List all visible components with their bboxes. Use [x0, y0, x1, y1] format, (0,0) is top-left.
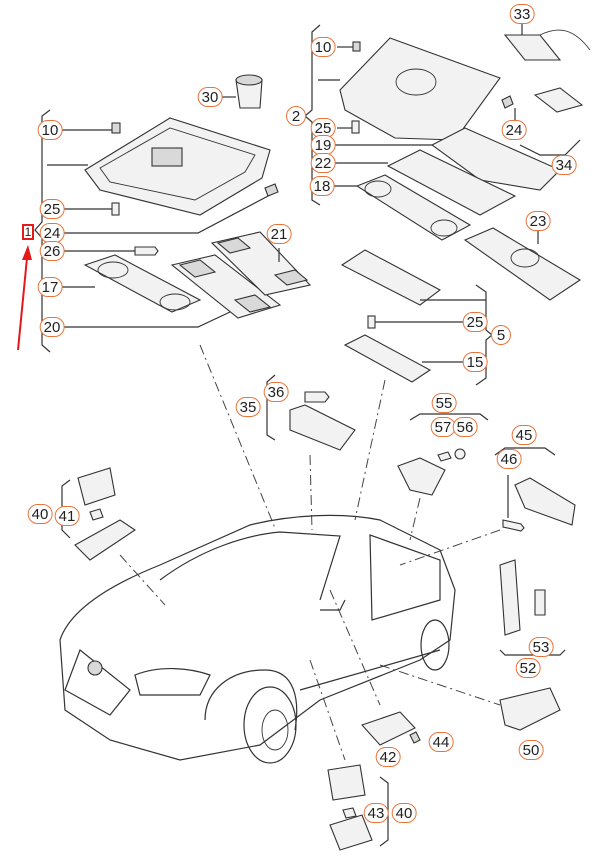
lamp-45 — [514, 477, 576, 526]
bulb-36 — [304, 391, 330, 403]
switch-cover-40 — [77, 467, 116, 506]
callout-55[interactable]: 55 — [431, 393, 457, 413]
callout-44[interactable]: 44 — [428, 732, 454, 752]
callout-45[interactable]: 45 — [511, 425, 537, 445]
callout-57[interactable]: 57 — [430, 417, 456, 437]
callout-40b[interactable]: 40 — [391, 803, 417, 823]
screw-24b — [501, 95, 514, 109]
callout-36[interactable]: 36 — [263, 382, 289, 402]
callout-26[interactable]: 26 — [39, 241, 65, 261]
callout-56[interactable]: 56 — [452, 417, 478, 437]
callout-24[interactable]: 24 — [39, 223, 65, 243]
callout-24b[interactable]: 24 — [501, 120, 527, 140]
callout-23[interactable]: 23 — [525, 211, 551, 231]
lamp-35 — [289, 404, 356, 451]
switch-cover-40b — [327, 764, 366, 801]
callout-50[interactable]: 50 — [518, 740, 544, 760]
lamp-50 — [499, 687, 561, 731]
bulb-26 — [134, 246, 159, 256]
group-bracket-1 — [34, 109, 51, 353]
callout-46[interactable]: 46 — [496, 449, 522, 469]
callout-25[interactable]: 25 — [39, 199, 65, 219]
callout-15[interactable]: 15 — [462, 352, 488, 372]
callout-10[interactable]: 10 — [37, 120, 63, 140]
callout-5[interactable]: 5 — [491, 325, 511, 345]
lamp-52 — [499, 559, 521, 636]
lamp-55 — [397, 457, 446, 496]
bulb-53 — [534, 589, 546, 616]
callout-43[interactable]: 43 — [363, 803, 389, 823]
trim-23 — [463, 227, 582, 301]
highlighted-part-1[interactable]: 1 — [22, 224, 34, 240]
bulb-25 — [111, 202, 120, 216]
callout-21[interactable]: 21 — [266, 224, 292, 244]
module-34 — [533, 87, 584, 113]
bulb-41 — [89, 508, 104, 521]
rear-console-housing — [339, 37, 501, 141]
callout-30[interactable]: 30 — [197, 87, 223, 107]
clip-10 — [111, 122, 121, 134]
callout-52[interactable]: 52 — [515, 658, 541, 678]
lamp-housing-5 — [340, 249, 442, 306]
callout-18[interactable]: 18 — [309, 176, 335, 196]
lens-17 — [83, 254, 202, 313]
lamp-15 — [343, 334, 432, 383]
callout-35[interactable]: 35 — [235, 397, 261, 417]
lamp-42 — [361, 711, 416, 746]
callout-34[interactable]: 34 — [551, 155, 577, 175]
callout-19[interactable]: 19 — [310, 135, 336, 155]
car-outline — [59, 514, 456, 764]
callout-40[interactable]: 40 — [27, 504, 53, 524]
lamp-40b — [329, 814, 373, 851]
module-33 — [503, 34, 562, 61]
console-lamp-socket — [151, 147, 183, 167]
callout-20[interactable]: 20 — [39, 317, 65, 337]
trim-19 — [430, 127, 561, 191]
callout-2[interactable]: 2 — [286, 106, 306, 126]
callout-25b[interactable]: 25 — [310, 118, 336, 138]
callout-41[interactable]: 41 — [54, 506, 80, 526]
callout-25c[interactable]: 25 — [462, 312, 488, 332]
screw-24 — [264, 183, 279, 197]
lens-18 — [355, 174, 472, 241]
callout-17[interactable]: 17 — [37, 277, 63, 297]
lamp-40 — [74, 519, 136, 561]
callout-10b[interactable]: 10 — [310, 37, 336, 57]
callout-22[interactable]: 22 — [310, 153, 336, 173]
trim-22 — [386, 149, 517, 216]
bulb-46 — [502, 519, 525, 532]
callout-42[interactable]: 42 — [375, 747, 401, 767]
callout-33[interactable]: 33 — [509, 4, 535, 24]
callout-53[interactable]: 53 — [528, 637, 554, 657]
